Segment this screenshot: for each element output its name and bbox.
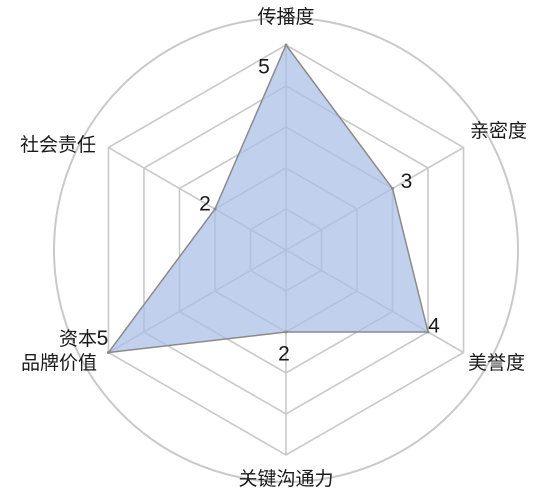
data-point-1 <box>391 187 395 190</box>
axis-label-text: 美誉度 <box>468 352 525 374</box>
axis-label-text: 品牌价值 <box>21 352 97 374</box>
data-area <box>106 43 429 354</box>
value-label-0: 5 <box>258 56 270 79</box>
axis-label-5: 社会责任 <box>20 134 96 156</box>
value-label-3: 2 <box>278 343 290 366</box>
data-point-3 <box>284 330 288 334</box>
data-point-4 <box>106 351 110 354</box>
axis-label-text: 社会责任 <box>20 134 96 156</box>
radar-data <box>106 43 430 354</box>
axis-label-0: 传播度 <box>257 6 314 28</box>
value-label-5: 2 <box>199 193 211 216</box>
data-point-5 <box>213 207 217 211</box>
data-point-0 <box>284 43 288 47</box>
axis-label-text: 传播度 <box>257 6 314 28</box>
axis-label-text: 亲密度 <box>470 120 527 142</box>
axis-label-text: 资本 <box>59 328 97 350</box>
value-label-2: 4 <box>428 315 440 338</box>
axis-label-2: 美誉度 <box>468 352 525 374</box>
outer-circle <box>53 17 519 483</box>
value-label-4: 5 <box>97 327 109 350</box>
data-point-2 <box>426 330 430 334</box>
axis-label-text: 关键沟通力 <box>238 468 333 490</box>
value-label-1: 3 <box>401 170 413 193</box>
axis-label-3: 关键沟通力 <box>238 468 333 490</box>
axis-label-1: 亲密度 <box>470 120 527 142</box>
